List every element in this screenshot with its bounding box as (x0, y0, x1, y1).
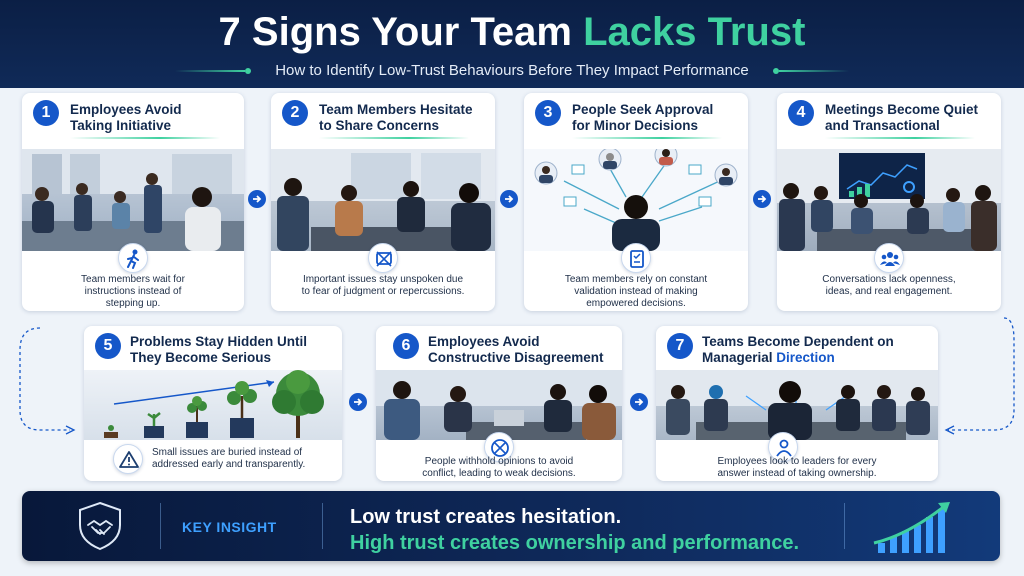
next-arrow-icon (248, 190, 266, 208)
meeting-scene-image (271, 149, 495, 251)
group-icon (874, 243, 904, 273)
title-prefix: 7 Signs Your Team (218, 10, 584, 54)
banner-divider (322, 503, 323, 549)
header: 7 Signs Your Team Lacks Trust How to Ide… (0, 0, 1024, 88)
subtitle-rule-left (175, 70, 245, 72)
sign-number: 5 (95, 333, 121, 359)
page-title: 7 Signs Your Team Lacks Trust (0, 10, 1024, 55)
sign-description: Team members wait for instructions inste… (81, 274, 185, 309)
growth-bar-chart-icon (868, 499, 958, 555)
sign-number: 4 (788, 100, 814, 126)
sign-description: Small issues are buried instead of addre… (152, 447, 306, 470)
checklist-icon (621, 243, 651, 273)
key-insight-banner: KEY INSIGHT Low trust creates hesitation… (22, 491, 1000, 561)
sign-description: People withhold opinions to avoid confli… (422, 456, 576, 479)
subtitle-dot-right (773, 68, 779, 74)
leader-meeting-image (656, 370, 938, 440)
sign-number: 3 (535, 100, 561, 126)
title-rule (572, 137, 722, 139)
title-accent: Lacks Trust (583, 10, 806, 54)
handshake-shield-icon (76, 501, 124, 551)
warning-icon (113, 444, 143, 474)
title-rule (70, 137, 220, 139)
growing-plants-image (84, 370, 342, 440)
key-insight-label: KEY INSIGHT (182, 519, 277, 535)
person-icon (768, 432, 798, 462)
sign-description: Important issues stay unspoken due to fe… (301, 274, 465, 297)
walking-person-icon (118, 243, 148, 273)
sign-number: 2 (282, 100, 308, 126)
sign-description: Employees look to leaders for every answ… (717, 456, 877, 479)
title-rule (825, 137, 975, 139)
office-scene-image (22, 149, 244, 251)
banner-divider (844, 503, 845, 549)
sign-number: 1 (33, 100, 59, 126)
next-arrow-icon (349, 393, 367, 411)
subtitle-rule-right (779, 70, 849, 72)
sign-description: Conversations lack openness, ideas, and … (822, 274, 956, 297)
quiet-meeting-image (777, 149, 1001, 251)
insight-line-2: High trust creates ownership and perform… (350, 532, 799, 554)
page-subtitle: How to Identify Low-Trust Behaviours Bef… (275, 62, 749, 79)
sign-number: 6 (393, 333, 419, 359)
blocked-conflict-icon (484, 432, 514, 462)
next-arrow-icon (753, 190, 771, 208)
approval-network-image (524, 149, 748, 251)
disagreement-meeting-image (376, 370, 622, 440)
next-arrow-icon (630, 393, 648, 411)
banner-divider (160, 503, 161, 549)
sign-description: Team members rely on constant validation… (564, 274, 708, 309)
insight-line-1: Low trust creates hesitation. (350, 506, 622, 528)
subtitle-dot-left (245, 68, 251, 74)
sign-number: 7 (667, 333, 693, 359)
muted-message-icon (368, 243, 398, 273)
title-rule (319, 137, 469, 139)
next-arrow-icon (500, 190, 518, 208)
flow-connectors (19, 317, 1015, 435)
